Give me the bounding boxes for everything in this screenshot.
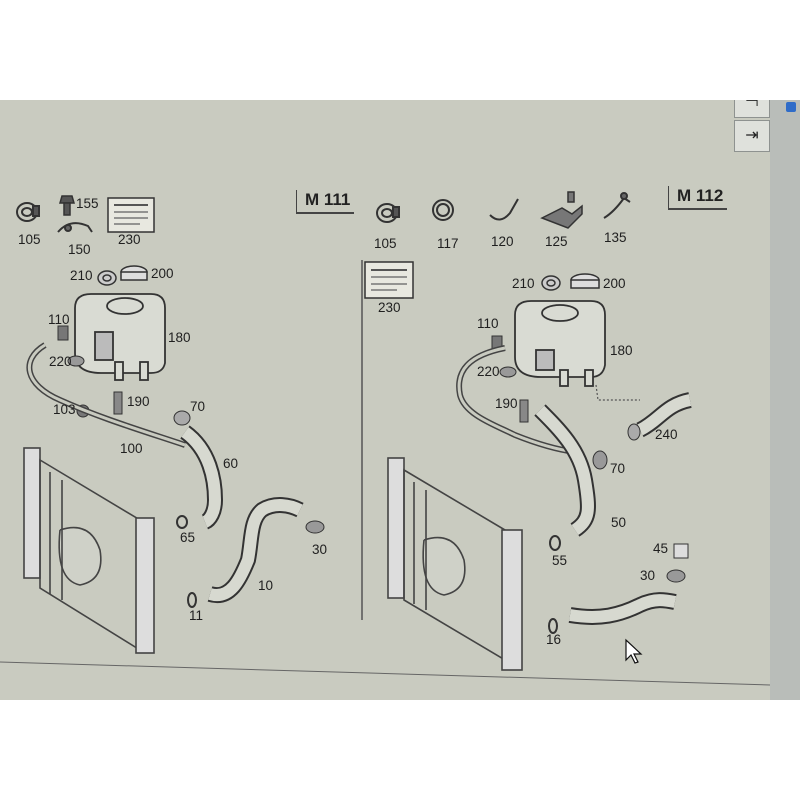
cooling-system-diagram (0, 191, 770, 686)
oring-16-icon (548, 618, 558, 634)
cap-210-icon (97, 270, 117, 286)
part-label[interactable]: 210 (70, 268, 93, 283)
clamp-105-right-icon (376, 203, 400, 223)
vertical-scrollbar[interactable] (770, 100, 800, 700)
label-230-right-icon (364, 261, 414, 299)
clip-120-icon (489, 198, 519, 221)
label-230-icon (107, 197, 155, 233)
clamp-30-right-icon (666, 569, 686, 583)
sensor-190-right-icon (519, 399, 529, 423)
model-header-right: M 112 (668, 186, 728, 210)
fitting-45-icon (673, 543, 689, 559)
hose-upper-right (457, 346, 576, 454)
icon-label: 117 (437, 236, 459, 251)
icon-label: 125 (545, 234, 568, 249)
part-label[interactable]: 190 (495, 396, 518, 411)
part-label[interactable]: 30 (640, 568, 656, 583)
part-label[interactable]: 190 (127, 394, 150, 409)
radiator-left (23, 447, 155, 654)
icon-label: 155 (76, 196, 99, 211)
icon-label: 135 (604, 230, 627, 245)
part-label[interactable]: 16 (546, 632, 562, 647)
bottom-rule (0, 661, 770, 686)
part-label[interactable]: 100 (120, 441, 143, 456)
collapse-panel-button[interactable]: ⇥ (734, 120, 770, 152)
cap-200-icon (120, 265, 148, 281)
part-label[interactable]: 70 (190, 399, 206, 414)
hose-60 (181, 427, 222, 528)
parts-diagram-viewer: ⊣ ⇥ (0, 100, 800, 700)
part-label[interactable]: 180 (610, 343, 633, 358)
radiator-right (387, 457, 523, 671)
clamp-240-icon (627, 423, 641, 441)
clamp-30-icon (305, 520, 325, 534)
part-label[interactable]: 55 (552, 553, 568, 568)
part-label[interactable]: 220 (49, 354, 72, 369)
mouse-cursor-icon (625, 638, 643, 664)
seal-220-right-icon (499, 366, 517, 378)
sensor-190-icon (113, 391, 123, 415)
part-label[interactable]: 60 (223, 456, 239, 471)
part-label[interactable]: 103 (53, 402, 76, 417)
hose-50 (535, 405, 594, 535)
icon-label: 120 (491, 234, 514, 249)
clamp-117-icon (432, 199, 454, 221)
part-label[interactable]: 220 (477, 364, 500, 379)
expand-icon: ⊣ (745, 100, 759, 110)
expansion-tank-left (74, 293, 166, 381)
part-label[interactable]: 210 (512, 276, 535, 291)
icon-label: 230 (378, 300, 401, 315)
clamp-70-icon (173, 410, 191, 426)
hose-15 (569, 594, 677, 623)
cap-200-right-icon (570, 273, 600, 289)
collapse-to-edge-icon: ⇥ (745, 127, 759, 144)
bracket-125-icon (540, 191, 583, 229)
part-label[interactable]: 11 (189, 608, 204, 623)
bolt-155-icon (59, 195, 75, 216)
clamp-105-icon (16, 202, 40, 222)
clamp-70-right-icon (592, 450, 608, 470)
part-label[interactable]: 45 (653, 541, 669, 556)
part-label[interactable]: 110 (48, 312, 70, 327)
part-label[interactable]: 70 (610, 461, 626, 476)
icon-label: 230 (118, 232, 141, 247)
part-label[interactable]: 50 (611, 515, 627, 530)
model-header-left: M 111 (296, 190, 355, 214)
bracket-150-icon (57, 222, 93, 233)
icon-label: 105 (374, 236, 397, 251)
part-label[interactable]: 200 (603, 276, 626, 291)
part-label[interactable]: 200 (151, 266, 174, 281)
seal-220-icon (67, 355, 85, 367)
part-label[interactable]: 65 (180, 530, 196, 545)
window-indicator-icon (786, 102, 796, 112)
oring-65-icon (176, 515, 188, 529)
part-label[interactable]: 30 (312, 542, 328, 557)
cap-210-right-icon (541, 275, 561, 291)
part-label[interactable]: 110 (477, 316, 499, 331)
part-label[interactable]: 180 (168, 330, 191, 345)
icon-label: 150 (68, 242, 91, 257)
expansion-tank-right (514, 300, 606, 387)
part-label[interactable]: 10 (258, 578, 274, 593)
clip-135-icon (603, 192, 631, 219)
hose-10 (208, 499, 303, 602)
icon-label: 105 (18, 232, 41, 247)
hose-240 (637, 394, 692, 436)
oring-55-icon (549, 535, 561, 551)
part-label[interactable]: 240 (655, 427, 678, 442)
oring-11-icon (187, 592, 197, 608)
expand-panel-button[interactable]: ⊣ (734, 100, 770, 118)
clip-110-icon (57, 325, 69, 341)
